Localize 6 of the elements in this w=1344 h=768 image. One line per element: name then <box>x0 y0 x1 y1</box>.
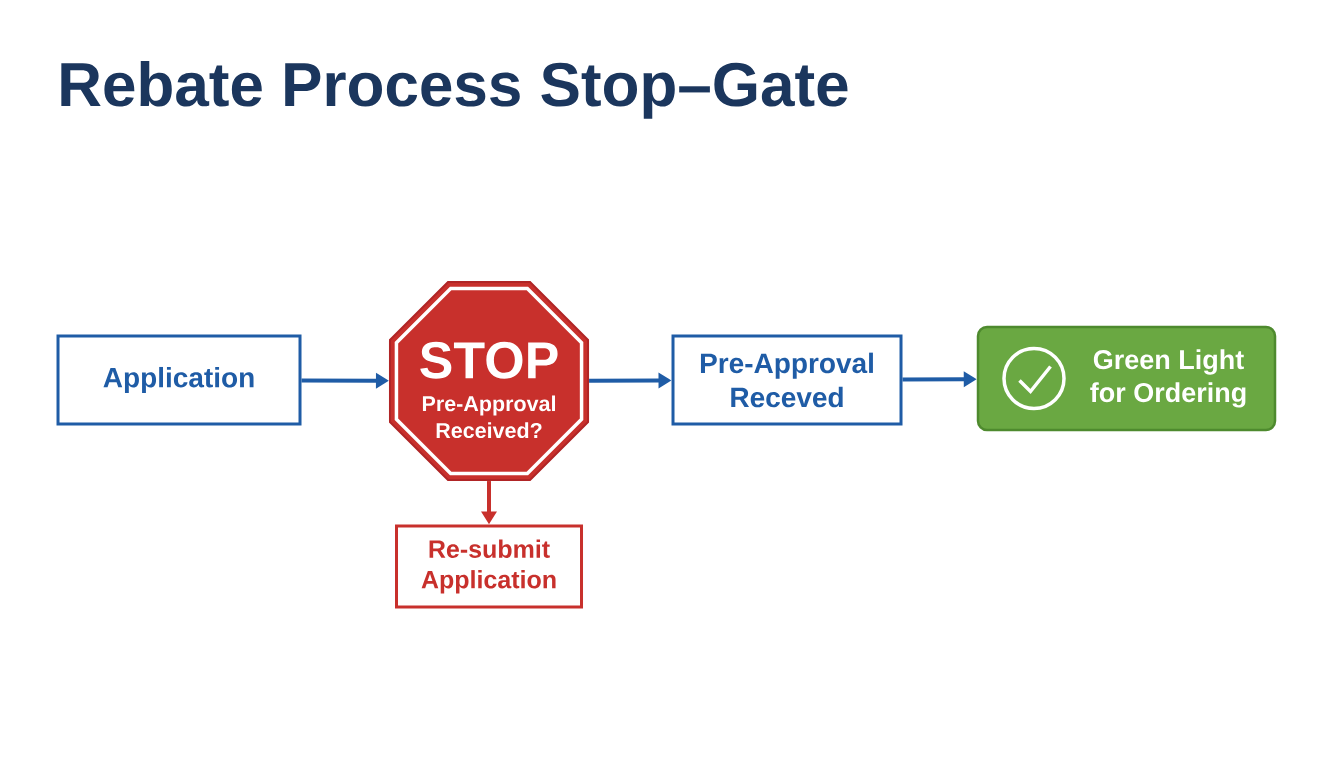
result-box: Green Light for Ordering <box>976 325 1277 432</box>
process-box: Application <box>56 334 302 426</box>
process-box: Pre-Approval Receved <box>671 334 903 426</box>
process-box: Re-submit Application <box>395 524 583 609</box>
stop-sign: STOP Pre-Approval Received? <box>388 280 590 482</box>
title: Rebate Process Stop–Gate <box>61 61 848 119</box>
